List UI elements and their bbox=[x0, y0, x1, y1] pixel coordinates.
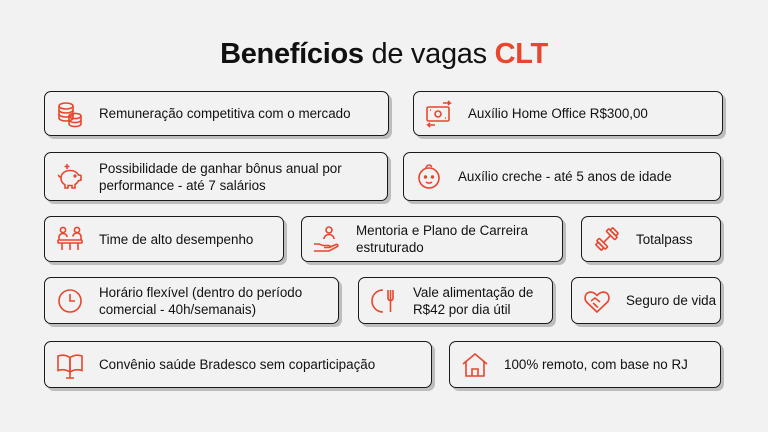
benefit-card-flexible-hours: Horário flexível (dentro do período come… bbox=[44, 277, 339, 324]
benefit-label: Time de alto desempenho bbox=[99, 231, 254, 247]
benefit-card-totalpass: Totalpass bbox=[581, 216, 721, 262]
benefit-label: Seguro de vida bbox=[626, 293, 717, 308]
benefit-card-daycare: Auxílio creche - até 5 anos de idade bbox=[403, 152, 721, 201]
benefit-label: Vale alimentação de R$42 por dia útil bbox=[413, 284, 534, 317]
baby-face-icon bbox=[414, 162, 444, 192]
team-meeting-icon bbox=[55, 224, 85, 254]
benefit-label: Totalpass bbox=[636, 231, 693, 247]
benefit-card-mentoring: Mentoria e Plano de Carreira estruturado bbox=[301, 216, 563, 262]
coins-stack-icon bbox=[55, 99, 85, 129]
health-book-icon bbox=[55, 350, 85, 380]
benefit-card-health-plan: Convênio saúde Bradesco sem coparticipaç… bbox=[44, 341, 432, 388]
benefit-label: Convênio saúde Bradesco sem coparticipaç… bbox=[99, 357, 376, 372]
benefit-card-bonus: Possibilidade de ganhar bônus anual por … bbox=[44, 152, 388, 201]
money-transfer-icon bbox=[424, 99, 454, 129]
dumbbell-icon bbox=[592, 224, 622, 254]
benefit-card-team: Time de alto desempenho bbox=[44, 216, 284, 262]
piggy-bank-icon bbox=[55, 162, 85, 192]
benefit-card-remuneration: Remuneração competitiva com o mercado bbox=[44, 91, 389, 136]
benefit-card-remote: 100% remoto, com base no RJ bbox=[449, 341, 721, 388]
benefit-card-home-office: Auxílio Home Office R$300,00 bbox=[413, 91, 723, 136]
hand-with-person-icon bbox=[312, 224, 342, 254]
title-middle-words: de vagas bbox=[371, 38, 488, 70]
clock-icon bbox=[55, 286, 85, 316]
benefit-card-meal-voucher: Vale alimentação de R$42 por dia útil bbox=[358, 277, 553, 324]
benefit-label: 100% remoto, com base no RJ bbox=[504, 357, 688, 372]
benefit-label: Remuneração competitiva com o mercado bbox=[99, 106, 351, 121]
house-icon bbox=[460, 350, 490, 380]
benefit-label: Auxílio Home Office R$300,00 bbox=[468, 106, 648, 121]
benefit-label: Auxílio creche - até 5 anos de idade bbox=[458, 169, 672, 184]
title-clt-word: CLT bbox=[494, 38, 549, 70]
benefit-label: Mentoria e Plano de Carreira estruturado bbox=[356, 223, 528, 255]
title-benefits-word: Benefícios bbox=[220, 38, 364, 70]
benefit-label: Horário flexível (dentro do período come… bbox=[99, 284, 303, 317]
page-title: Benefícios de vagas CLT bbox=[0, 36, 768, 72]
benefit-label: Possibilidade de ganhar bônus anual por … bbox=[99, 160, 342, 193]
fork-and-spoon-icon bbox=[369, 286, 399, 316]
handshake-heart-icon bbox=[582, 286, 612, 316]
benefit-card-life-insurance: Seguro de vida bbox=[571, 277, 721, 324]
